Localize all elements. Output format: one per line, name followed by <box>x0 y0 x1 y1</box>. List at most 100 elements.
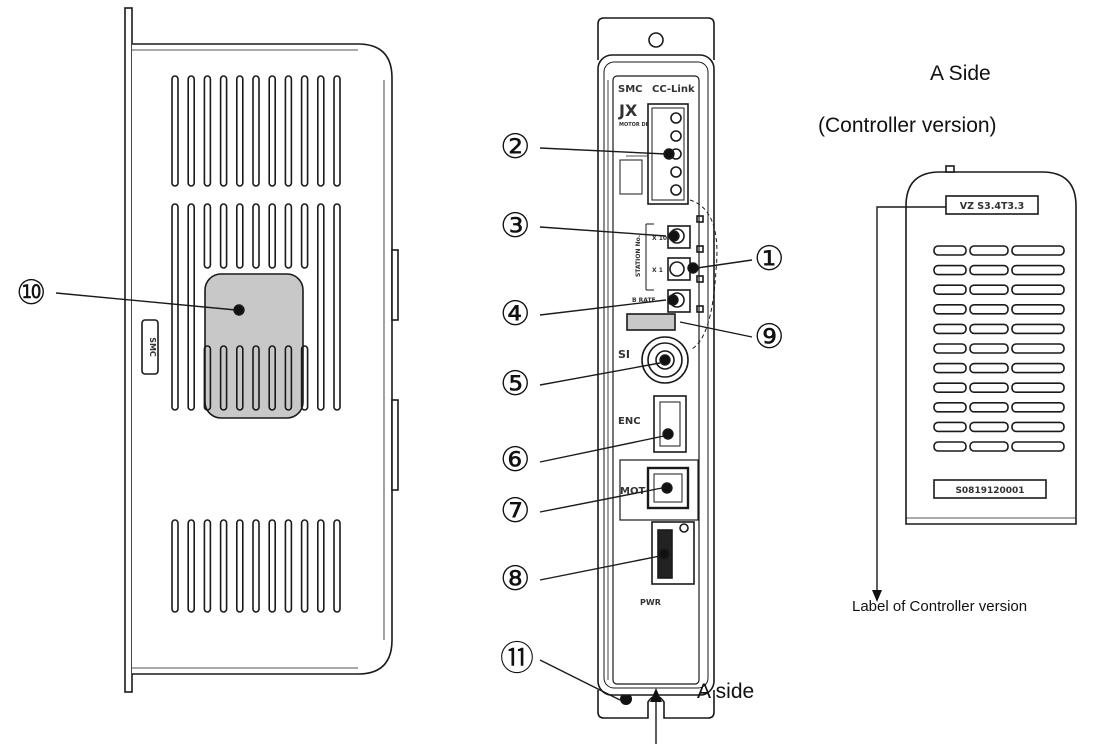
a-side-vent-slot <box>933 441 967 452</box>
serial-label-box <box>933 479 1047 499</box>
panel-series: JX <box>618 101 638 120</box>
a-side-vent-slot <box>1011 245 1065 256</box>
a-side-vent-slot <box>933 323 967 335</box>
side-vent-slot <box>316 203 325 411</box>
callout-7: ⑦ <box>500 491 531 531</box>
a-side-vent-slot <box>933 303 967 315</box>
a-side-title: A Side <box>930 62 991 85</box>
side-vent-slot <box>300 203 309 269</box>
side-vent-slot <box>236 75 244 187</box>
side-vent-slot <box>300 75 309 187</box>
a-side-vent-slot <box>969 284 1009 296</box>
side-vent-slot <box>187 75 195 187</box>
a-side-vent-slot <box>1011 401 1065 413</box>
a-side-vent-slot <box>1011 441 1065 452</box>
a-side-vent-slot <box>1011 343 1065 354</box>
a-side-vent-slot <box>933 362 967 374</box>
a-side-vent-slot <box>933 421 967 433</box>
mounting-hole-marker <box>620 693 632 705</box>
side-vent-slot <box>236 345 244 411</box>
side-vent-slot <box>316 75 325 187</box>
side-vent-slot <box>203 345 212 411</box>
side-brand: SMC <box>148 337 157 357</box>
side-vent-slot <box>284 519 293 613</box>
a-side-vent-slot <box>933 264 967 276</box>
side-vent-slot <box>171 75 179 187</box>
side-vent-slot <box>203 519 212 613</box>
side-vent-slot <box>236 519 244 613</box>
side-vent-slot <box>219 203 228 269</box>
side-vent-slot <box>219 519 228 613</box>
a-side-vent-slot <box>933 284 967 296</box>
side-badge <box>141 319 159 375</box>
controller-version-title: (Controller version) <box>818 114 997 137</box>
callout-2: ② <box>500 127 531 167</box>
x10-label: X 10 <box>652 235 667 242</box>
panel-brand: SMC <box>618 84 643 95</box>
callout-10: ⑩ <box>16 273 47 313</box>
panel-network: CC-Link <box>652 84 695 95</box>
a-side-vent-slot <box>933 245 967 256</box>
station-label: STATION No. <box>635 235 642 277</box>
side-vent-slot <box>300 345 309 411</box>
a-side-bottom-label: A side <box>697 680 755 703</box>
side-vent-slot <box>187 519 195 613</box>
side-vent-slot <box>333 203 341 411</box>
side-vent-slot <box>300 519 309 613</box>
a-side-view: VZ S3.4T3.3 S0819120001 <box>905 165 1077 525</box>
side-vent-slot <box>219 345 228 411</box>
side-vent-slot <box>333 519 341 613</box>
side-vent-slot <box>268 345 277 411</box>
side-vent-slot <box>187 203 195 411</box>
side-vent-slot <box>171 203 179 411</box>
a-side-vent-slot <box>969 382 1009 394</box>
side-vent-slot <box>284 345 293 411</box>
a-side-vent-slot <box>1011 421 1065 433</box>
side-vent-slot <box>268 75 277 187</box>
a-side-vent-slot <box>1011 284 1065 296</box>
led-indicators <box>696 215 704 313</box>
side-vent-slot <box>316 519 325 613</box>
side-vent-slot <box>219 75 228 187</box>
a-side-vent-slot <box>969 343 1009 354</box>
a-side-vent-slot <box>1011 323 1065 335</box>
a-side-vent-slot <box>969 303 1009 315</box>
side-vent-slot <box>252 345 260 411</box>
version-label-box <box>945 195 1039 215</box>
si-label: SI <box>618 348 630 361</box>
side-vent-slot <box>252 519 260 613</box>
side-vent-slot <box>333 75 341 187</box>
mot-label: MOT <box>620 486 645 497</box>
a-side-vent-slot <box>933 382 967 394</box>
a-side-vent-slot <box>1011 303 1065 315</box>
a-side-vent-slot <box>969 441 1009 452</box>
a-side-vent-slot <box>969 245 1009 256</box>
callout-11: ⑪ <box>500 639 534 679</box>
callout-5: ⑤ <box>500 364 531 404</box>
label-caption: Label of Controller version <box>852 598 1028 615</box>
pwr-label: PWR <box>640 598 661 607</box>
side-vent-slot <box>236 203 244 269</box>
side-vent-slot <box>268 203 277 269</box>
a-side-vent-slot <box>969 323 1009 335</box>
a-side-vent-slot <box>933 343 967 354</box>
side-vent-slot <box>203 203 212 269</box>
terminal-screws <box>670 112 682 196</box>
callout-1: ① <box>754 239 785 279</box>
a-side-vent-slot <box>1011 264 1065 276</box>
leader-lines <box>55 147 946 744</box>
callout-3: ③ <box>500 206 531 246</box>
side-vent-slot <box>203 75 212 187</box>
callout-6: ⑥ <box>500 440 531 480</box>
brate-label: B RATE <box>632 297 656 304</box>
version-label-text: VZ S3.4T3.3 <box>960 201 1025 212</box>
side-view: SMC <box>124 7 399 693</box>
side-vent-slot <box>284 75 293 187</box>
serial-label-text: S0819120001 <box>955 486 1024 496</box>
a-side-vent-slot <box>969 421 1009 433</box>
callout-8: ⑧ <box>500 559 531 599</box>
enc-label: ENC <box>618 416 641 427</box>
a-side-vent-slot <box>969 401 1009 413</box>
